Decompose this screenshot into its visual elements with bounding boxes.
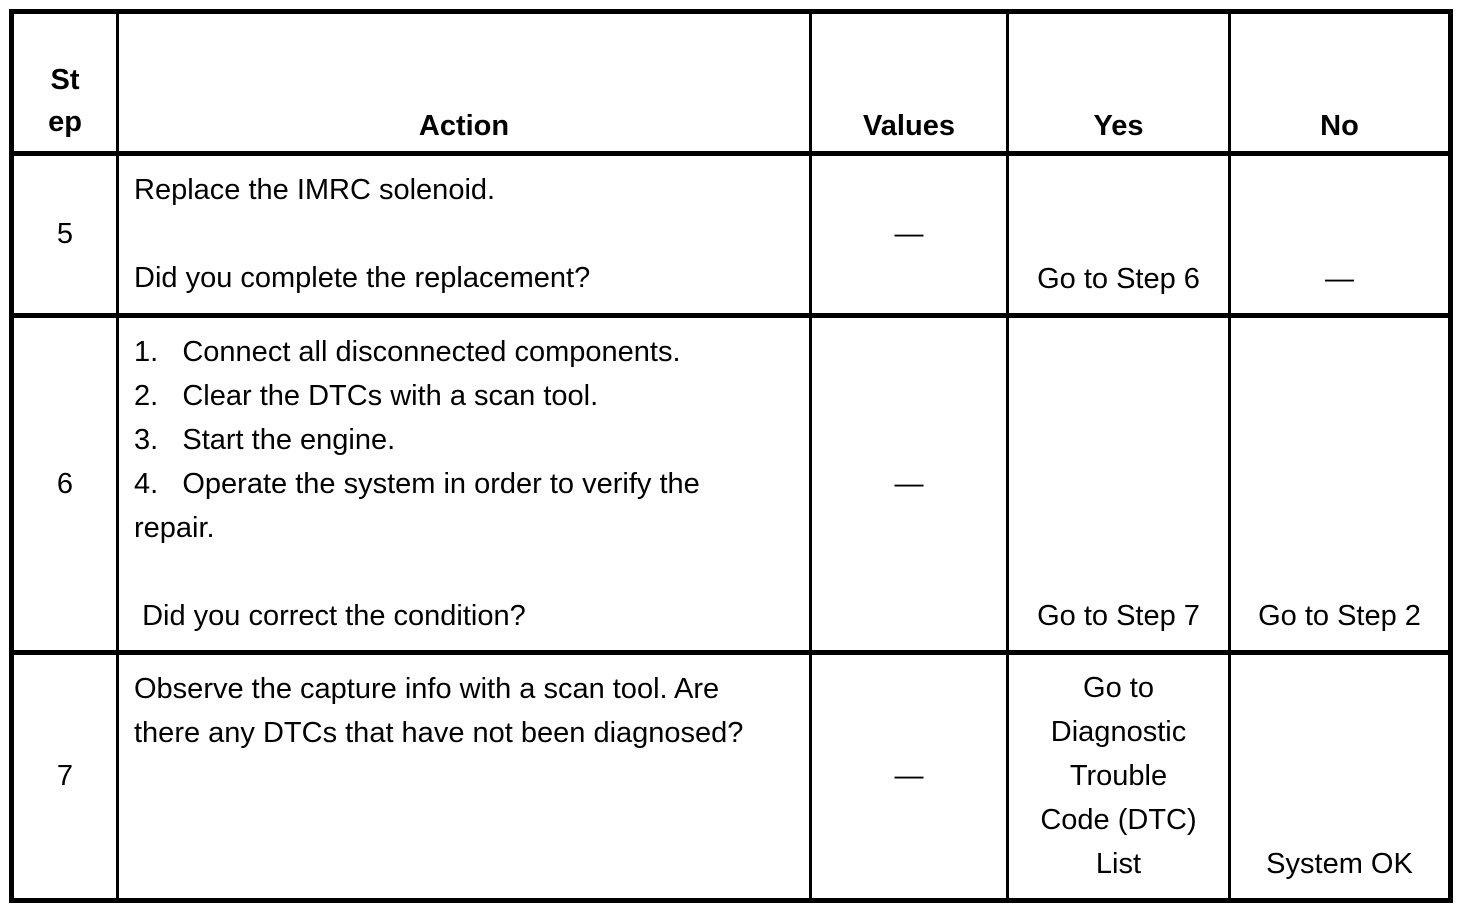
yes-line: Go to Step 7 <box>1037 600 1200 632</box>
step-cell: 6 <box>10 313 119 655</box>
action-line: 2. Clear the DTCs with a scan tool. <box>134 380 599 412</box>
yes-line: Code (DTC) <box>1040 804 1197 836</box>
no-cell: — <box>1228 151 1452 318</box>
yes-line: Diagnostic <box>1050 716 1187 748</box>
col-header-action: Action <box>116 9 812 156</box>
col-header-step: St ep <box>10 9 119 156</box>
table-row-step-5: 5 Replace the IMRC solenoid. Did you com… <box>10 151 1452 318</box>
action-line: 1. Connect all disconnected components. <box>134 336 681 368</box>
no-line: — <box>1325 263 1354 295</box>
col-header-step-line: ep <box>48 106 82 138</box>
action-line: 3. Start the engine. <box>134 424 396 456</box>
no-cell: System OK <box>1228 650 1452 903</box>
header-row: St ep Action Values Yes No <box>10 9 1452 156</box>
yes-line: Go to Step 6 <box>1037 263 1200 295</box>
step-cell: 5 <box>10 151 119 318</box>
values-cell: — <box>809 151 1009 318</box>
table-row-step-6: 6 1. Connect all disconnected components… <box>10 313 1452 655</box>
table-row-step-7: 7 Observe the capture info with a scan t… <box>10 650 1452 903</box>
col-header-values: Values <box>809 9 1009 156</box>
col-header-step-line: St <box>50 64 80 96</box>
action-line: Did you complete the replacement? <box>134 262 591 294</box>
col-header-yes: Yes <box>1006 9 1231 156</box>
yes-cell: Go to Step 6 <box>1006 151 1231 318</box>
diagnostic-table: St ep Action Values Yes No 5 Replace the… <box>9 9 1453 903</box>
no-line: System OK <box>1266 848 1413 880</box>
action-line: Replace the IMRC solenoid. <box>134 174 496 206</box>
yes-cell: Go to Diagnostic Trouble Code (DTC) List <box>1006 650 1231 903</box>
values-cell: — <box>809 650 1009 903</box>
action-line: Did you correct the condition? <box>134 600 526 632</box>
action-line: 4. Operate the system in order to verify… <box>134 468 700 500</box>
action-line: Observe the capture info with a scan too… <box>134 673 720 705</box>
yes-line: List <box>1095 848 1142 880</box>
step-cell: 7 <box>10 650 119 903</box>
action-line: repair. <box>134 512 215 544</box>
action-line: there any DTCs that have not been diagno… <box>134 717 744 749</box>
action-cell: 1. Connect all disconnected components. … <box>116 313 812 655</box>
action-line <box>134 212 795 256</box>
yes-cell: Go to Step 7 <box>1006 313 1231 655</box>
col-header-no: No <box>1228 9 1452 156</box>
yes-line: Go to <box>1083 672 1154 704</box>
action-line <box>134 550 795 594</box>
no-cell: Go to Step 2 <box>1228 313 1452 655</box>
values-cell: — <box>809 313 1009 655</box>
action-cell: Replace the IMRC solenoid. Did you compl… <box>116 151 812 318</box>
yes-line: Trouble <box>1069 760 1168 792</box>
no-line: Go to Step 2 <box>1258 600 1421 632</box>
action-cell: Observe the capture info with a scan too… <box>116 650 812 903</box>
